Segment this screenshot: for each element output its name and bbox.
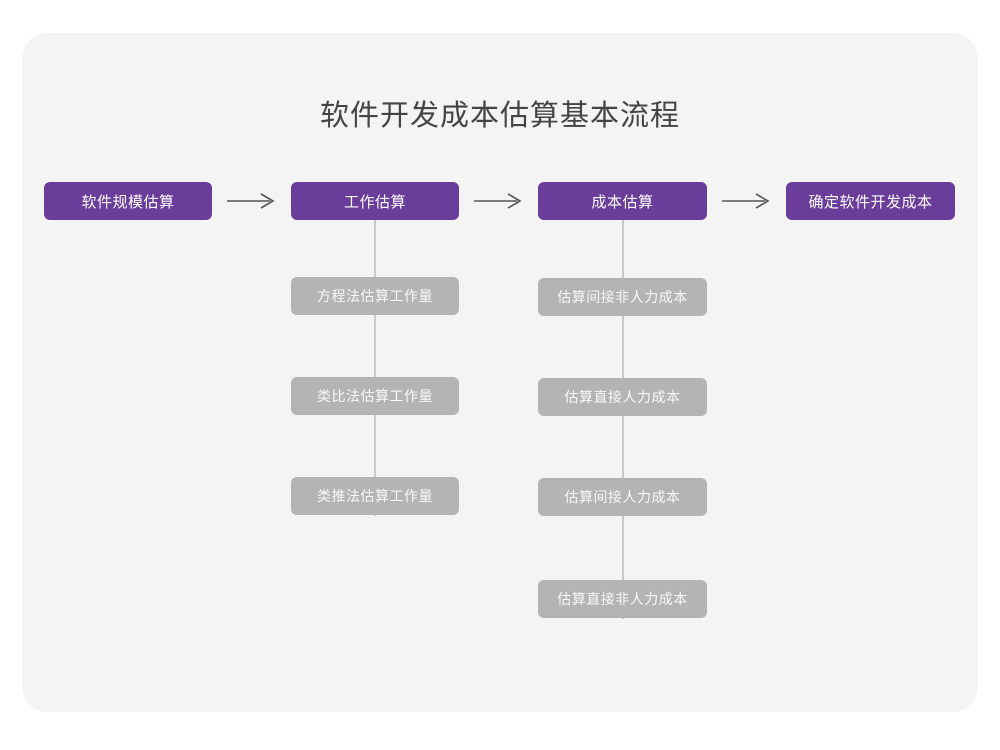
sub-box-label: 估算直接人力成本 xyxy=(564,389,681,405)
sub-box-label: 类推法估算工作量 xyxy=(317,488,433,504)
diagram-card xyxy=(22,33,978,712)
sub-box-equation-method-effort[interactable]: 方程法估算工作量 xyxy=(291,277,459,315)
arrow-stage2-to-stage3-icon xyxy=(473,190,525,212)
sub-box-indirect-labor-cost[interactable]: 估算间接人力成本 xyxy=(538,478,707,516)
page-title: 软件开发成本估算基本流程 xyxy=(319,100,680,132)
stage-box-software-size-estimation[interactable]: 软件规模估算 xyxy=(44,182,212,220)
branch-connector-line-cost xyxy=(622,220,624,619)
sub-box-direct-labor-cost[interactable]: 估算直接人力成本 xyxy=(538,378,707,416)
sub-box-inference-method-effort[interactable]: 类推法估算工作量 xyxy=(291,477,459,515)
stage-box-label: 软件规模估算 xyxy=(81,193,175,211)
sub-box-analogy-method-effort[interactable]: 类比法估算工作量 xyxy=(291,377,459,415)
arrow-stage3-to-stage4-icon xyxy=(721,190,773,212)
sub-box-direct-nonlabor-cost[interactable]: 估算直接非人力成本 xyxy=(538,580,707,618)
stage-box-cost-estimation[interactable]: 成本估算 xyxy=(538,182,707,220)
arrow-stage1-to-stage2-icon xyxy=(226,190,278,212)
stage-box-work-estimation[interactable]: 工作估算 xyxy=(291,182,459,220)
sub-box-label: 估算直接非人力成本 xyxy=(557,591,688,607)
sub-box-label: 类比法估算工作量 xyxy=(317,388,433,404)
sub-box-label: 估算间接非人力成本 xyxy=(557,289,688,305)
stage-box-label: 成本估算 xyxy=(591,193,654,211)
sub-box-label: 估算间接人力成本 xyxy=(564,489,681,505)
stage-box-label: 工作估算 xyxy=(343,193,406,211)
stage-box-label: 确定软件开发成本 xyxy=(808,193,933,211)
branch-connector-line-work xyxy=(374,220,376,516)
sub-box-label: 方程法估算工作量 xyxy=(317,288,433,304)
stage-box-determine-development-cost[interactable]: 确定软件开发成本 xyxy=(786,182,955,220)
sub-box-indirect-nonlabor-cost[interactable]: 估算间接非人力成本 xyxy=(538,278,707,316)
